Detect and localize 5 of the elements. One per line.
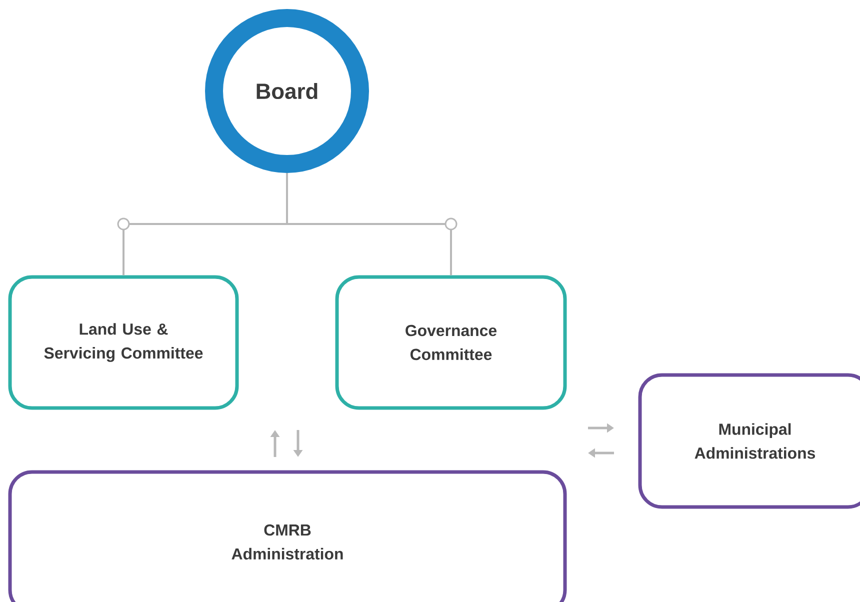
rounded-box: Governance Committee — [335, 275, 567, 410]
rounded-box: Land Use & Servicing Committee — [8, 275, 239, 410]
connector-line — [286, 173, 452, 276]
rounded-box: CMRB Administration — [8, 470, 567, 602]
rounded-box: Municipal Administrations — [638, 373, 860, 509]
